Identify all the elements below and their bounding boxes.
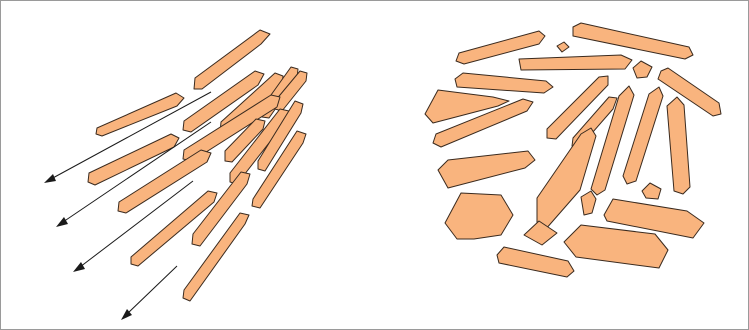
- random-grain: [438, 151, 535, 188]
- aligned-grains-panel: [44, 30, 307, 320]
- random-grain: [524, 221, 557, 245]
- random-grain: [547, 76, 608, 139]
- random-grain: [564, 225, 668, 268]
- random-grains-panel: [425, 23, 721, 277]
- aligned-grains: [88, 30, 307, 301]
- random-grain: [519, 55, 632, 70]
- random-grain: [581, 191, 596, 215]
- flow-arrow: [121, 266, 177, 320]
- aligned-grain: [183, 213, 249, 301]
- aligned-grain: [96, 93, 184, 136]
- random-grain: [633, 61, 652, 78]
- random-grain: [455, 73, 553, 93]
- random-grain: [667, 97, 690, 194]
- random-grain: [573, 23, 693, 59]
- random-grain: [445, 193, 513, 239]
- random-grain: [497, 247, 574, 277]
- random-grain: [642, 183, 661, 199]
- random-grain: [557, 42, 569, 52]
